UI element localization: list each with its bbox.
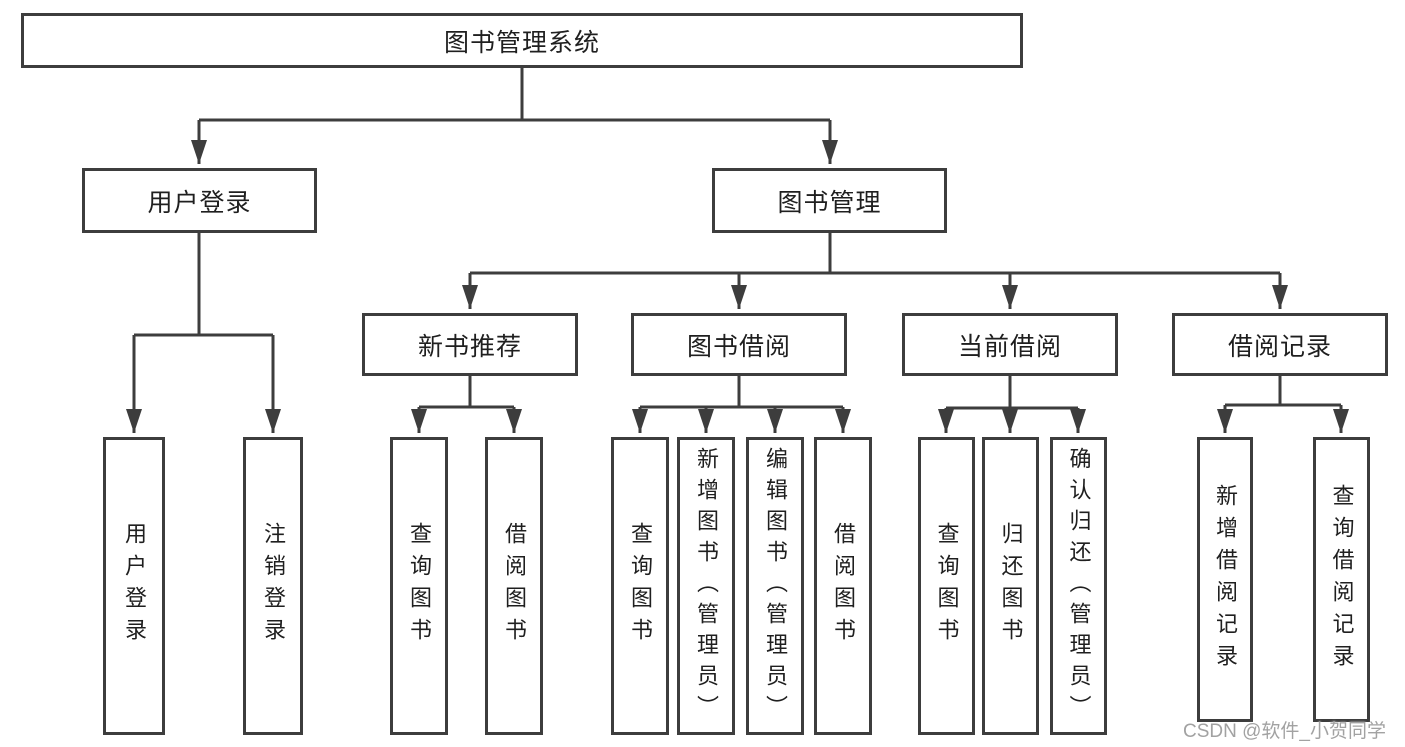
leaf-label: 查询图书 [628, 522, 653, 650]
leaf-label: 用户登录 [122, 522, 147, 650]
leaf-add-book-admin: 新增图书（管理员） [677, 437, 735, 735]
node-label: 新书推荐 [417, 332, 522, 361]
leaf-label: 编辑图书（管理员） [763, 446, 788, 726]
leaf-borrow-books-2: 借阅图书 [814, 437, 872, 735]
watermark: CSDN @软件_小贺同学 [1183, 721, 1386, 742]
leaf-add-borrow-record: 新增借阅记录 [1197, 437, 1253, 722]
node-current-borrowing: 当前借阅 [902, 313, 1118, 376]
leaf-label: 查询图书 [407, 522, 432, 650]
leaf-search-books-3: 查询图书 [918, 437, 975, 735]
leaf-label: 新增图书（管理员） [694, 446, 719, 726]
leaf-label: 注销登录 [261, 522, 286, 650]
leaf-edit-book-admin: 编辑图书（管理员） [746, 437, 804, 735]
node-label: 图书管理系统 [443, 28, 600, 57]
leaf-label: 查询借阅记录 [1329, 483, 1355, 676]
leaf-user-login: 用户登录 [103, 437, 165, 735]
node-label: 借阅记录 [1227, 332, 1332, 361]
leaf-search-books-2: 查询图书 [611, 437, 669, 735]
leaf-confirm-return-admin: 确认归还（管理员） [1050, 437, 1107, 735]
node-new-book-recommend: 新书推荐 [362, 313, 578, 376]
node-borrow-records: 借阅记录 [1172, 313, 1388, 376]
node-label: 当前借阅 [957, 332, 1062, 361]
node-label: 图书管理 [777, 188, 882, 217]
leaf-label: 借阅图书 [502, 522, 527, 650]
node-label: 图书借阅 [686, 332, 791, 361]
leaf-return-book: 归还图书 [982, 437, 1039, 735]
node-book-management: 图书管理 [712, 168, 947, 233]
node-user-login: 用户登录 [82, 168, 317, 233]
leaf-search-books-1: 查询图书 [390, 437, 448, 735]
node-label: 用户登录 [147, 188, 252, 217]
node-book-borrowing: 图书借阅 [631, 313, 847, 376]
leaf-label: 归还图书 [998, 522, 1024, 650]
node-root-library-system: 图书管理系统 [21, 13, 1023, 68]
leaf-query-borrow-record: 查询借阅记录 [1313, 437, 1370, 722]
leaf-logout: 注销登录 [243, 437, 303, 735]
leaf-label: 确认归还（管理员） [1066, 446, 1092, 726]
leaf-borrow-books-1: 借阅图书 [485, 437, 543, 735]
leaf-label: 新增借阅记录 [1213, 483, 1238, 676]
leaf-label: 查询图书 [934, 522, 960, 650]
leaf-label: 借阅图书 [831, 522, 856, 650]
